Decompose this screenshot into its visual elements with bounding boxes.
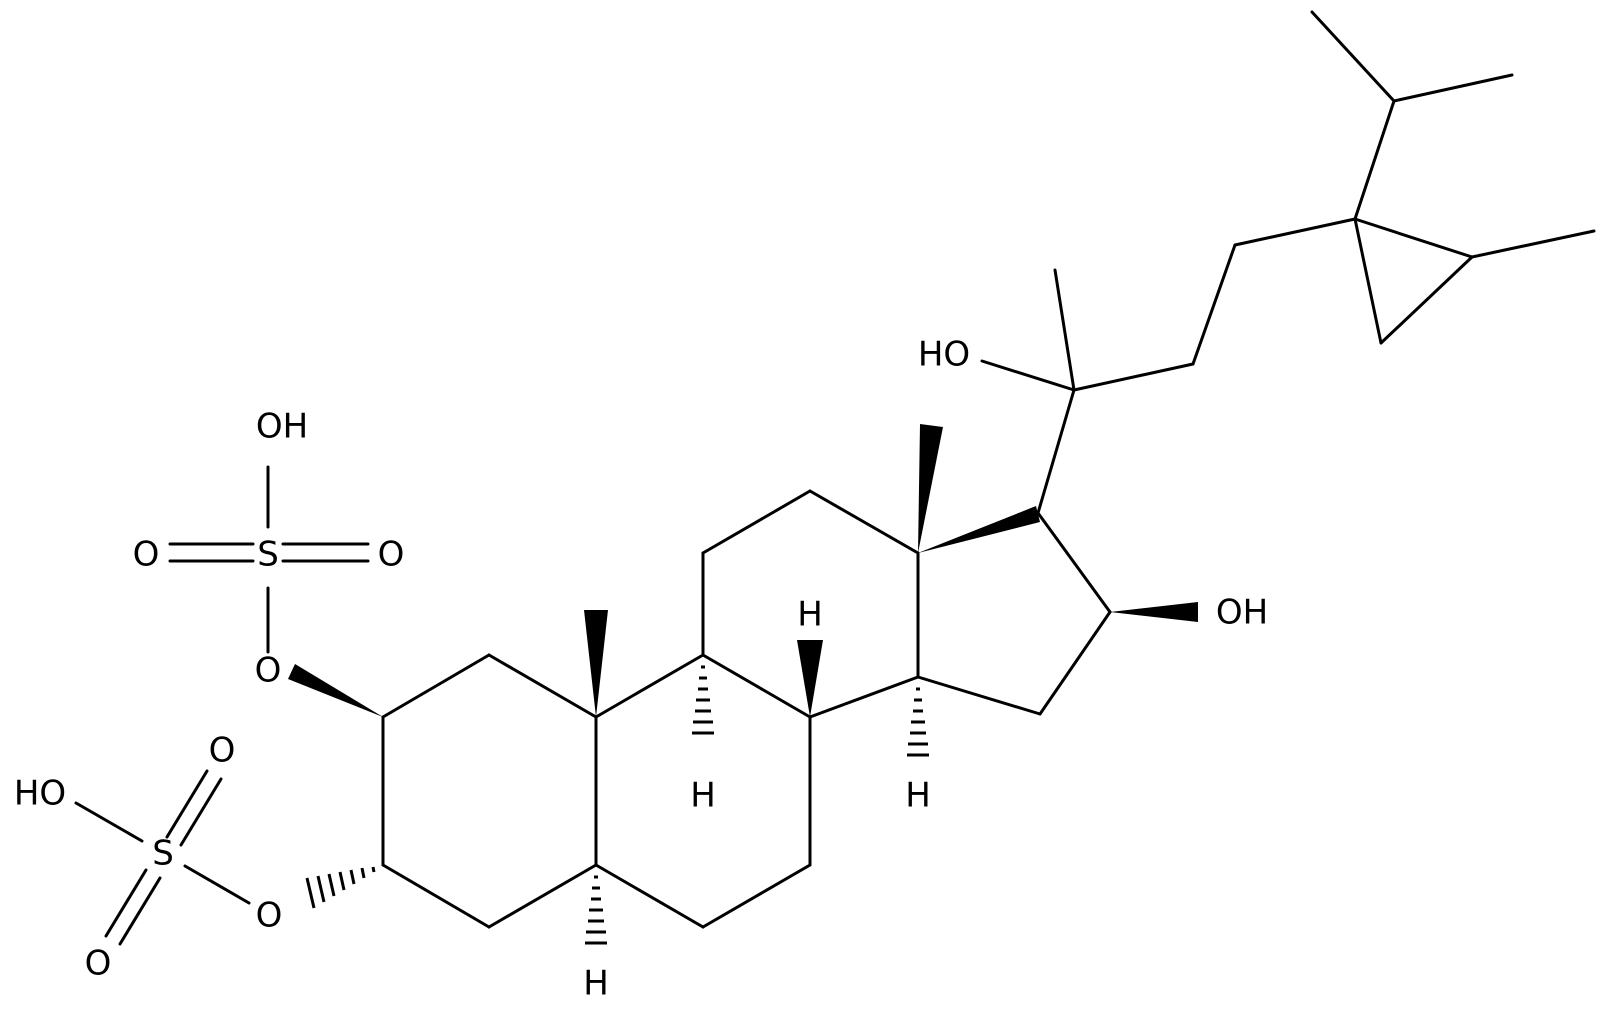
bond-c14-c15 [916,675,1042,716]
wedge-c10-methyl [584,610,608,717]
bond-s2-o-top-a [165,769,209,839]
bond-c9-c8 [701,653,812,719]
wedge-c8-h [797,640,823,717]
bond-s2-oh [74,801,144,843]
hash-c14-h [907,687,929,757]
bond-ipr-me2 [1392,73,1514,103]
bond-c6-c5 [594,863,705,929]
label-h14: H [905,776,931,816]
label-s2: S [152,834,174,874]
bond-c10-c9 [594,653,705,719]
hash-c5-h [585,875,607,945]
bond-o-s2 [183,864,251,905]
hashed-bonds [305,665,929,945]
bond-cp-3 [1353,217,1383,345]
bond-cp-methyl [1470,229,1596,259]
wedge-c16-oh [1110,602,1198,622]
bond-lines [74,10,1596,946]
bond-c15-c16 [1038,610,1112,716]
bond-s2-o-top-b [179,777,223,847]
bond-c1-c10 [487,653,598,719]
label-o2-bottom: O [85,944,112,984]
bond-c16-c17 [1036,511,1112,614]
label-oh16: OH [1216,593,1268,633]
bond-c22-c23 [1191,243,1237,366]
bond-c5-c4 [487,863,598,929]
hash-c3-o [305,866,376,909]
bond-c2-c1 [381,653,491,719]
label-o1-left: O [133,535,160,575]
label-oh20: HO [918,335,970,375]
label-o2-ester: O [256,896,283,936]
bond-ipr-me1 [1310,10,1396,103]
bond-s2-o-bottom-a [104,868,148,938]
bond-c12-c13 [808,489,920,555]
label-o2-top: O [209,731,236,771]
bond-c7-c6 [701,863,812,929]
bond-cp-2 [1379,255,1474,345]
label-h8: H [797,595,823,635]
bond-c11-c12 [701,489,812,555]
label-h5: H [583,964,609,1004]
bond-c4-c3 [381,863,491,929]
atom-labels: OH S O O O O HO S O O H H H H OH HO [14,335,1268,1004]
bond-c14-c8 [808,675,920,719]
label-o1-ester: O [255,651,282,691]
label-o1-right: O [378,535,405,575]
bond-cp-1 [1353,217,1474,259]
wedge-c13-methyl [918,424,943,553]
bond-s2-o-bottom-b [118,876,162,946]
bond-c23-c24 [1233,217,1357,247]
wedge-c13-c17 [918,506,1040,553]
label-s1: S [257,535,279,575]
bond-c17-c20 [1036,388,1076,515]
bond-c20-c21 [1053,268,1076,392]
wedge-bonds [288,424,1198,717]
hash-c9-h [692,665,714,735]
bond-c20-c22 [1072,362,1195,392]
label-oh-sulfate1: OH [256,407,308,447]
wedge-c2-o [288,664,383,717]
label-oh-sulfate2: HO [14,774,66,814]
bond-c24-isopropyl [1353,99,1396,221]
label-h9: H [690,776,716,816]
bond-c20-o [980,359,1076,392]
